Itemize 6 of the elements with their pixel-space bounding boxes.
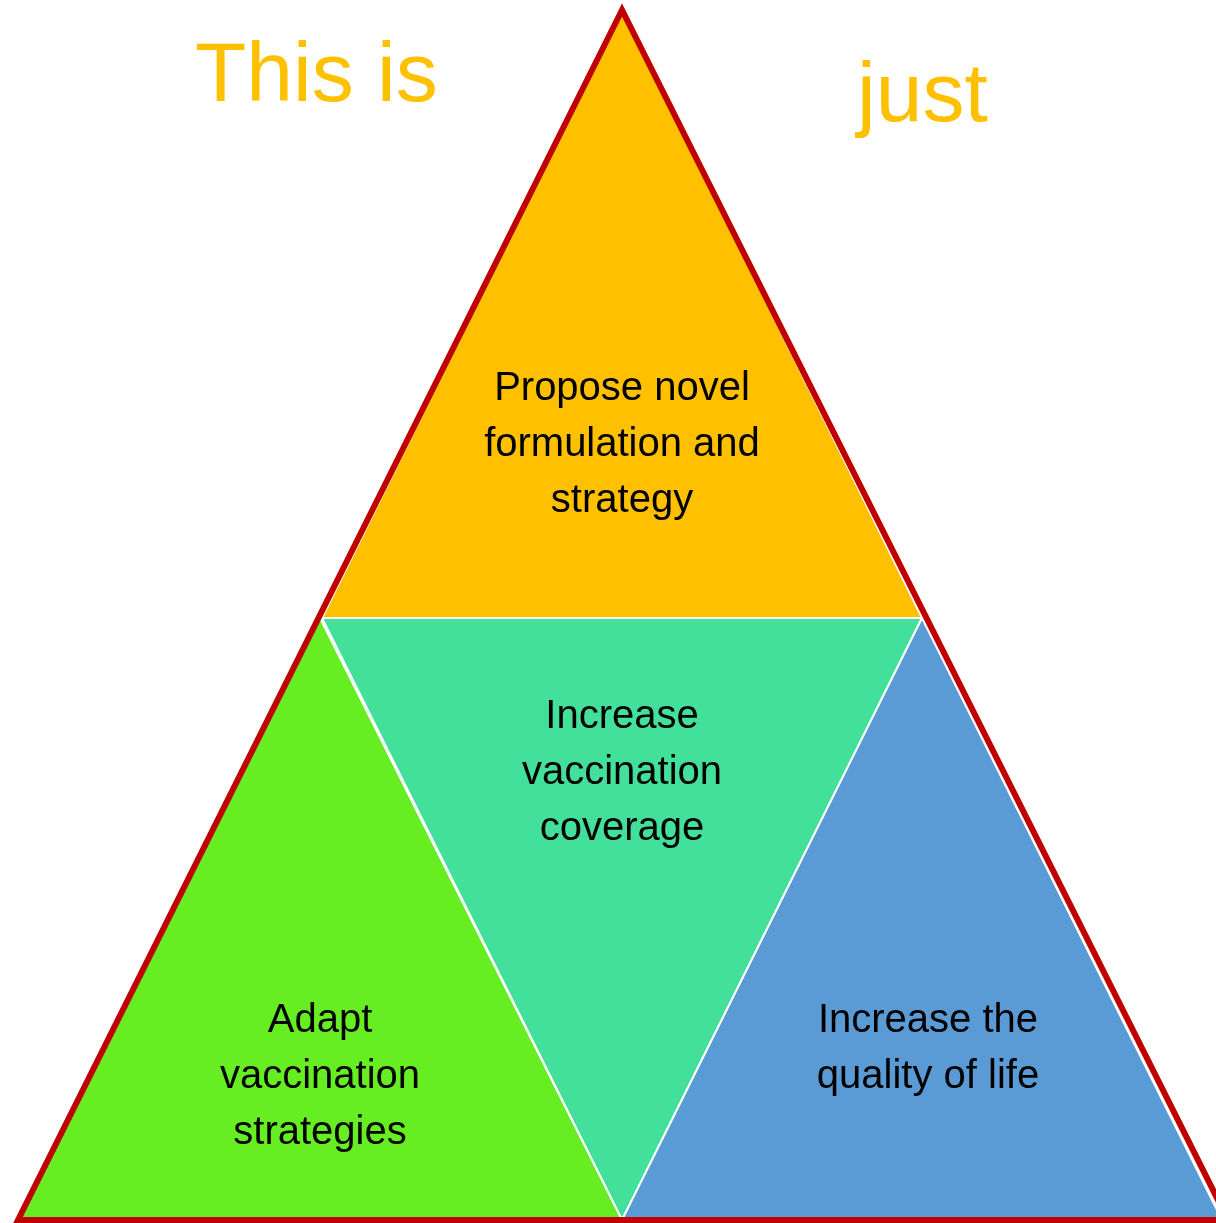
- segment-label: Propose novel formulation and strategy: [483, 363, 761, 522]
- heading-word: just: [857, 44, 988, 141]
- heading-word: This is: [195, 24, 438, 121]
- segment-label: Increase the quality of life: [815, 995, 1041, 1098]
- segment-label: Adapt vaccination strategies: [218, 995, 422, 1154]
- segment-label: Increase vaccination coverage: [520, 691, 724, 850]
